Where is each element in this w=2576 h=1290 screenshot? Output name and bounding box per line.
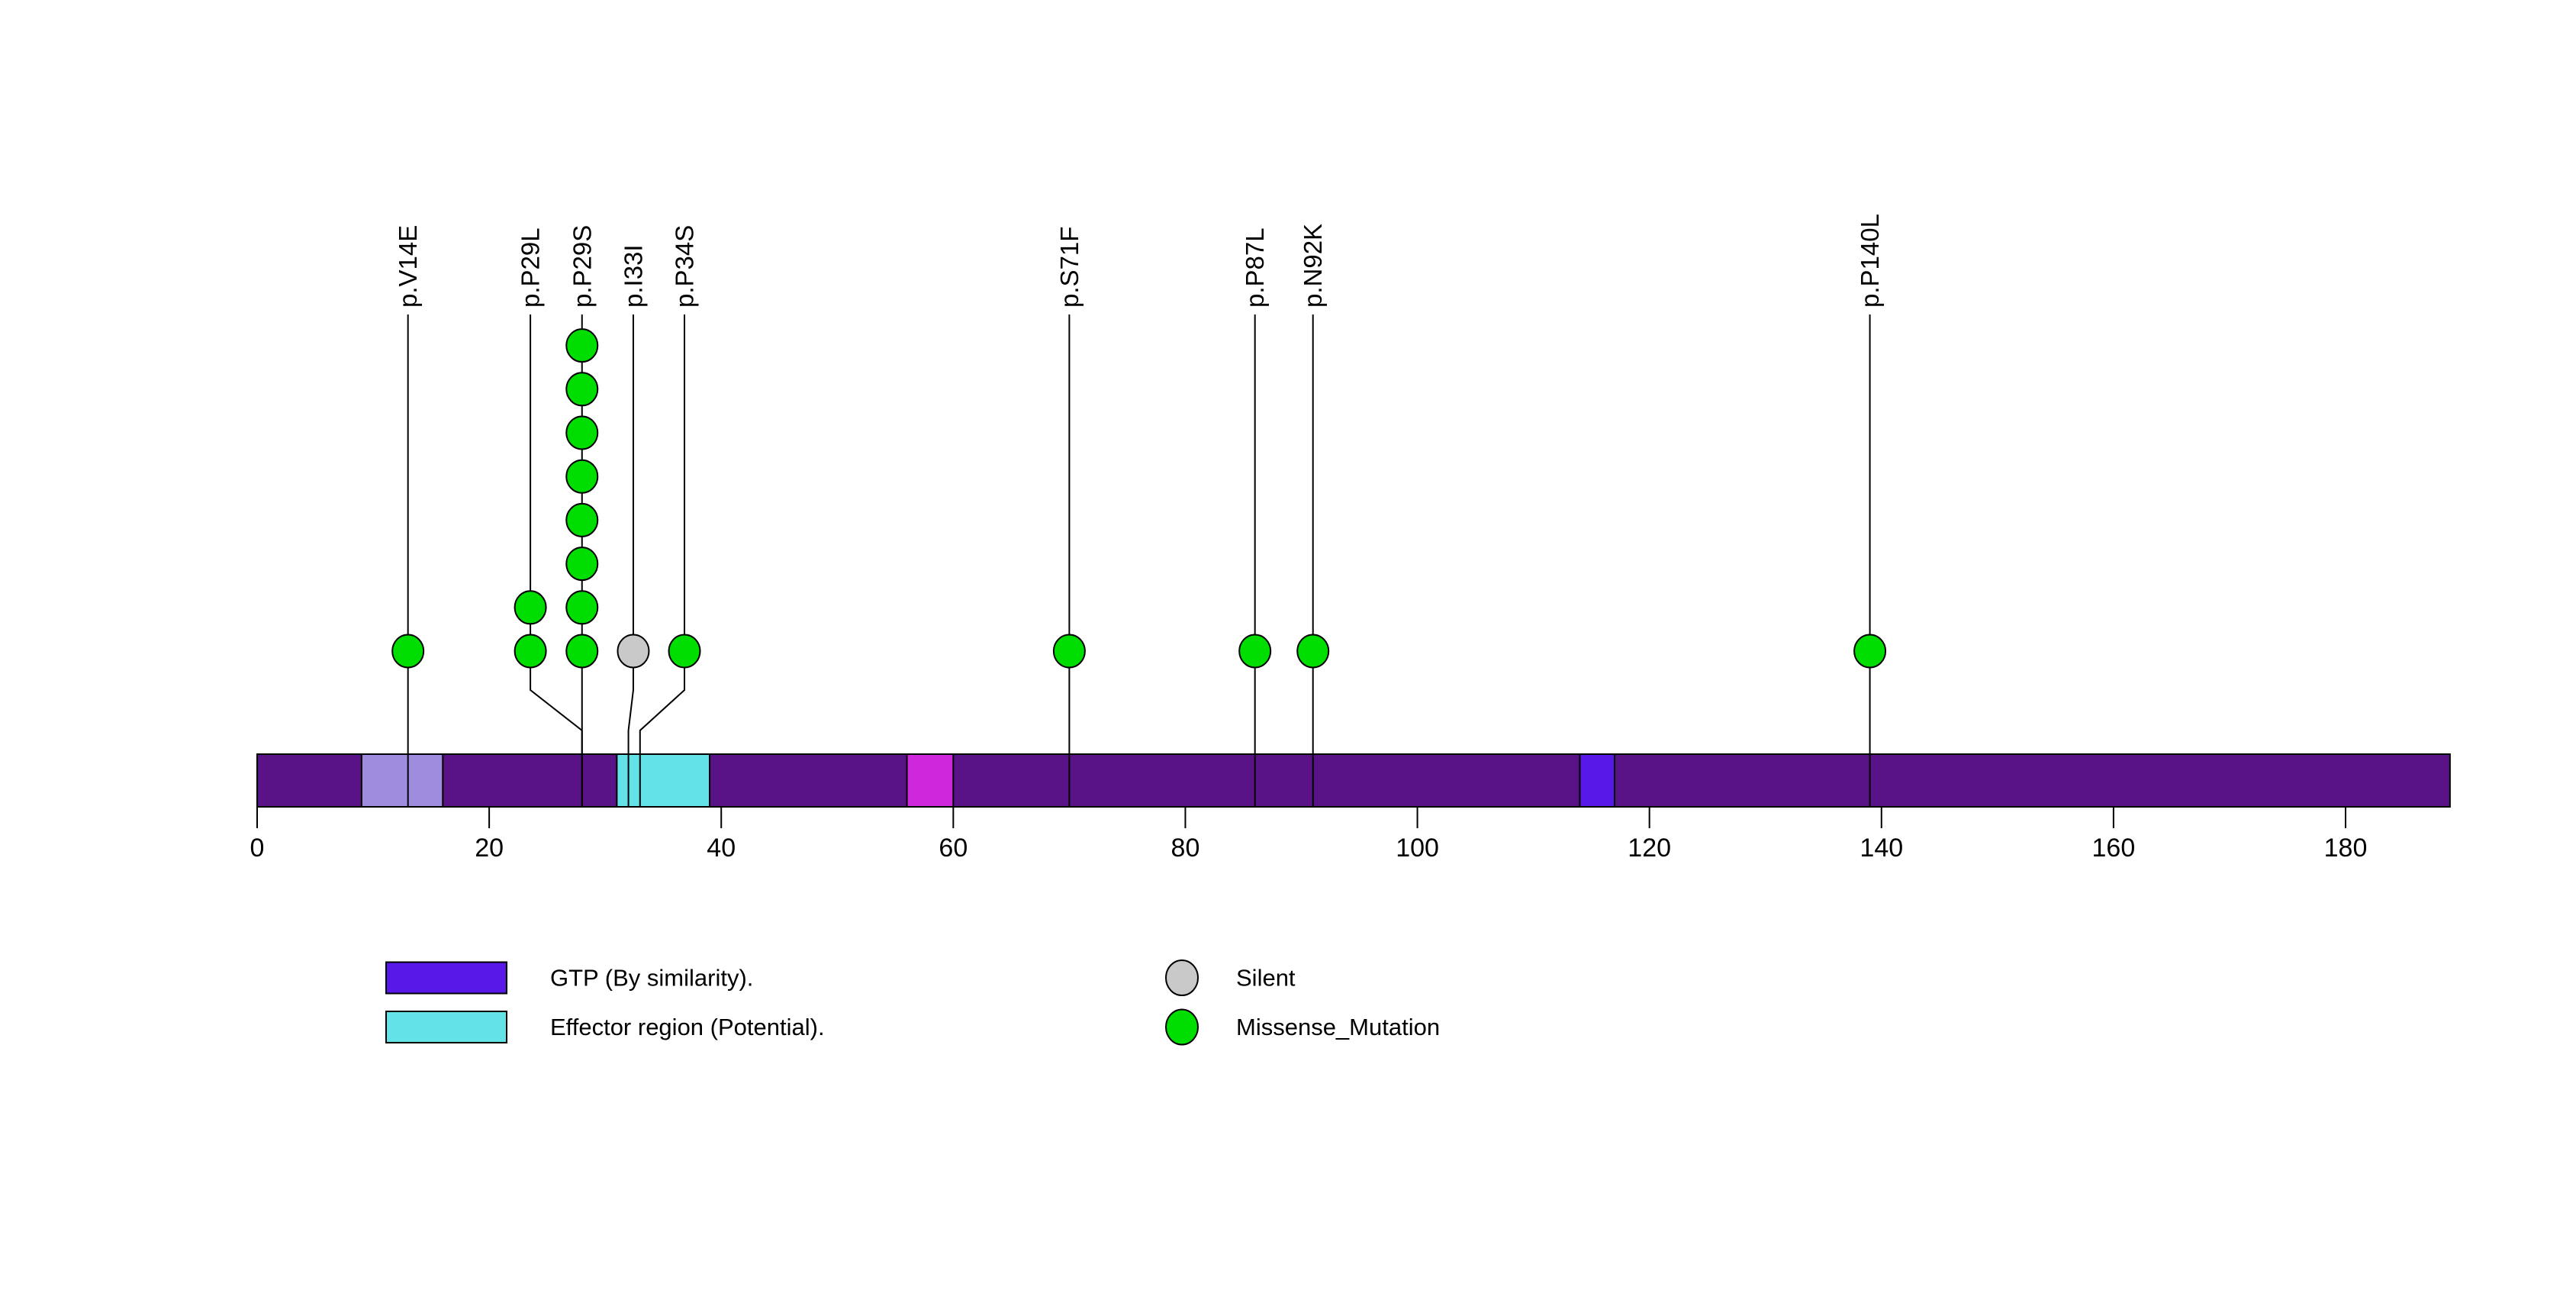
axis-tick-label: 100: [1396, 834, 1439, 863]
mutation-circle: [1853, 634, 1887, 669]
axis-tick-label: 0: [250, 834, 265, 863]
legend-domain-swatch: [385, 961, 507, 995]
mutation-circle: [514, 590, 547, 625]
domain-rect: [1579, 753, 1616, 808]
mutation-circle: [565, 415, 599, 450]
mutation-stem: [639, 314, 686, 807]
axis-tick-label: 120: [1628, 834, 1671, 863]
mutation-circle: [565, 372, 599, 407]
domain-rect: [906, 753, 955, 808]
axis-tick-label: 60: [939, 834, 968, 863]
axis-tick-label: 80: [1171, 834, 1200, 863]
mutation-circle: [565, 590, 599, 625]
mutation-label: p.P29L: [517, 227, 545, 308]
mutation-circle: [565, 328, 599, 363]
legend-domain-label: Effector region (Potential).: [550, 1014, 825, 1040]
mutation-circle: [565, 634, 599, 669]
mutation-circle: [617, 634, 650, 669]
mutation-circle: [565, 502, 599, 537]
mutation-circle: [668, 634, 701, 669]
mutation-circle: [1238, 634, 1272, 669]
axis-tick-label: 40: [707, 834, 736, 863]
mutation-label: p.P29S: [568, 225, 596, 308]
protein-bar: [256, 753, 2451, 808]
mutation-circle: [565, 459, 599, 494]
axis-tick-label: 140: [1860, 834, 1903, 863]
legend-type-circle: [1165, 959, 1199, 996]
legend-domain-swatch: [385, 1011, 507, 1043]
mutation-label: p.S71F: [1055, 227, 1084, 308]
mutation-label: p.P34S: [671, 225, 699, 308]
mutation-label: p.P87L: [1241, 227, 1269, 308]
axis-tick-label: 180: [2324, 834, 2368, 863]
mutation-circle: [391, 634, 425, 669]
legend-type-circle: [1165, 1008, 1199, 1046]
mutation-label: p.N92K: [1299, 224, 1327, 308]
mutation-circle: [565, 547, 599, 582]
mutation-label: p.V14E: [394, 225, 422, 308]
axis-tick-label: 160: [2092, 834, 2136, 863]
domain-rect: [360, 753, 444, 808]
legend-domain-label: GTP (By similarity).: [550, 965, 753, 992]
mutation-circle: [1052, 634, 1086, 669]
mutation-stem: [627, 314, 634, 807]
mutation-label: p.P140L: [1856, 214, 1884, 308]
domain-rect: [616, 753, 711, 808]
mutation-label: p.I33I: [619, 244, 647, 308]
axis-tick-label: 20: [475, 834, 504, 863]
mutation-circle: [514, 634, 547, 669]
legend-type-label: Missense_Mutation: [1236, 1014, 1440, 1040]
legend-type-label: Silent: [1236, 965, 1296, 992]
mutation-circle: [1296, 634, 1330, 669]
